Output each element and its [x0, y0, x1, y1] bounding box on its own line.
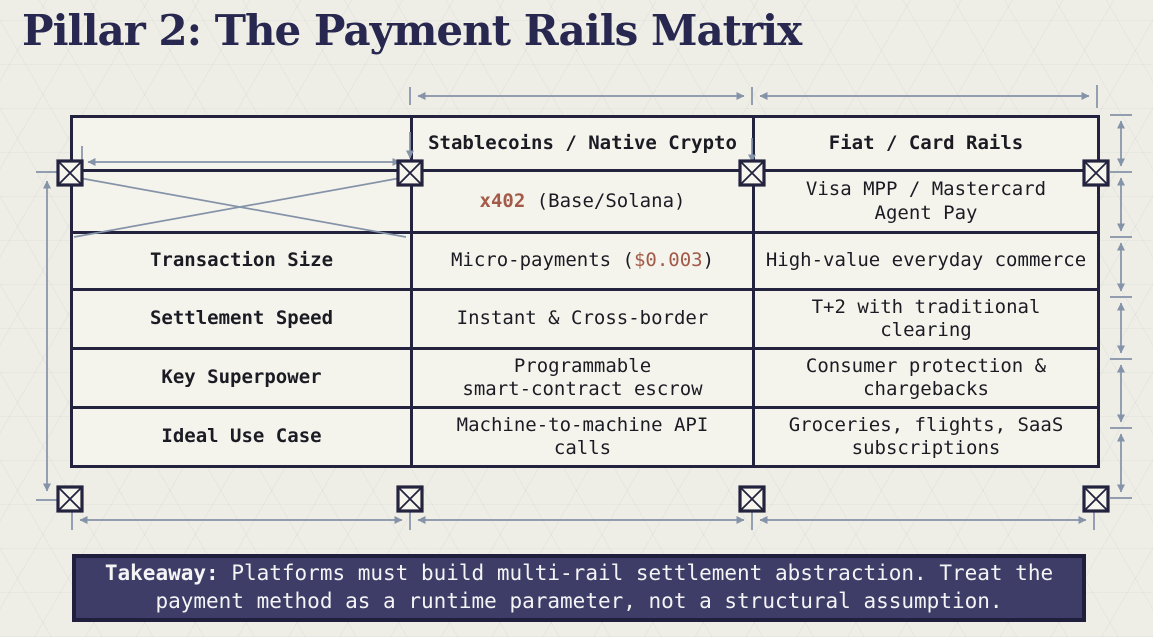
table-row: Settlement Speed Instant & Cross-border …: [70, 288, 1100, 350]
value-text: Micro-payments (: [450, 249, 634, 272]
cell-crypto-settlement-speed: Instant & Cross-border: [410, 288, 755, 350]
takeaway-label: Takeaway:: [104, 561, 219, 586]
cell-crypto-ideal-use-case: Machine-to-machine API calls: [410, 406, 755, 468]
row-label-ideal-use-case: Ideal Use Case: [70, 406, 413, 468]
cell-crypto-key-superpower: Programmable smart-contract escrow: [410, 347, 755, 409]
cell-fiat-key-superpower: Consumer protection & chargebacks: [752, 347, 1100, 409]
cell-fiat-protocol: Visa MPP / Mastercard Agent Pay: [752, 169, 1100, 234]
page-title: Pillar 2: The Payment Rails Matrix: [22, 6, 802, 55]
column-header-fiat: Fiat / Card Rails: [752, 115, 1100, 172]
cell-fiat-settlement-speed: T+2 with traditional clearing: [752, 288, 1100, 350]
cell-fiat-ideal-use-case: Groceries, flights, SaaS subscriptions: [752, 406, 1100, 468]
table-row: Ideal Use Case Machine-to-machine API ca…: [70, 406, 1100, 468]
cell-crypto-protocol: x402 (Base/Solana): [410, 169, 755, 234]
protocol-rest-text: (Base/Solana): [525, 189, 686, 212]
header-row: Stablecoins / Native Crypto Fiat / Card …: [70, 115, 1100, 172]
x402-accent-text: x402: [479, 189, 526, 212]
cell-fiat-transaction-size: High-value everyday commerce: [752, 231, 1100, 291]
column-header-crypto: Stablecoins / Native Crypto: [410, 115, 755, 172]
table-row: x402 (Base/Solana) Visa MPP / Mastercard…: [70, 169, 1100, 234]
price-accent-text: $0.003: [633, 249, 703, 272]
takeaway-body-text: Platforms must build multi-rail settleme…: [155, 561, 1054, 613]
table-row: Transaction Size Micro-payments ($0.003)…: [70, 231, 1100, 291]
header-spacer-cell: [70, 115, 413, 172]
empty-crossed-cell: [70, 169, 413, 234]
row-label-settlement-speed: Settlement Speed: [70, 288, 413, 350]
cell-crypto-transaction-size: Micro-payments ($0.003): [410, 231, 755, 291]
value-text: ): [702, 249, 715, 272]
row-label-transaction-size: Transaction Size: [70, 231, 413, 291]
takeaway-text: Takeaway: Platforms must build multi-rai…: [104, 560, 1054, 615]
takeaway-banner: Takeaway: Platforms must build multi-rai…: [72, 554, 1086, 622]
payment-rails-matrix-table: Stablecoins / Native Crypto Fiat / Card …: [70, 115, 1100, 468]
table-row: Key Superpower Programmable smart-contra…: [70, 347, 1100, 409]
row-label-key-superpower: Key Superpower: [70, 347, 413, 409]
